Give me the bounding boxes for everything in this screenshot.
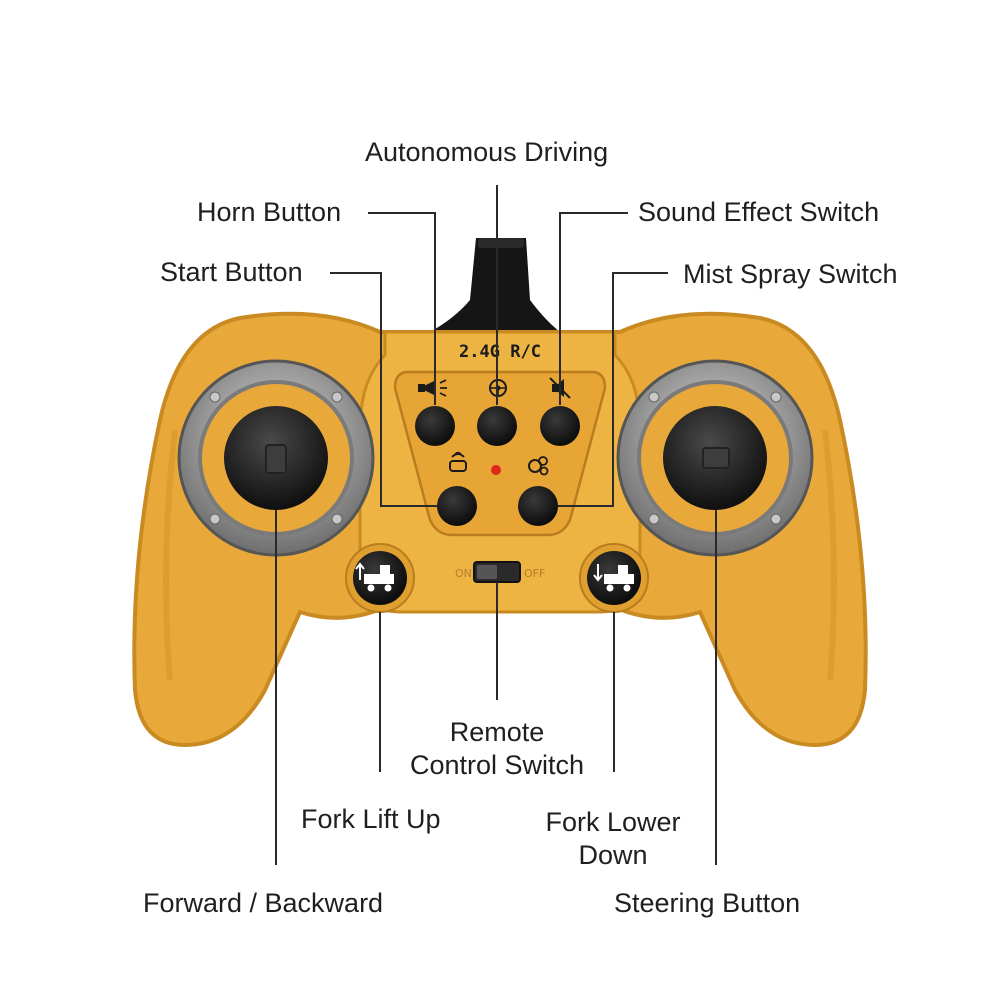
label-horn-button: Horn Button	[197, 197, 342, 227]
autonomous-driving-button[interactable]	[477, 406, 517, 446]
mist-spray-icon	[528, 456, 549, 476]
label-remote-control-switch-line2: Control Switch	[409, 750, 585, 780]
antenna	[430, 238, 560, 332]
label-sound-effect-switch: Sound Effect Switch	[638, 197, 880, 227]
label-forward-backward: Forward / Backward	[143, 888, 384, 918]
mist-spray-button[interactable]	[518, 486, 558, 526]
frequency-label: 2.4G R/C	[459, 342, 541, 362]
label-mist-spray-switch: Mist Spray Switch	[683, 259, 898, 289]
sound-effect-button[interactable]	[540, 406, 580, 446]
horn-icon	[418, 379, 447, 397]
leader-sound-effect-switch	[559, 212, 628, 405]
forklift-down-icon	[593, 564, 634, 592]
switch-off-label: OFF	[524, 567, 545, 580]
remote-signal-icon	[449, 451, 467, 472]
start-button[interactable]	[437, 486, 477, 526]
horn-button[interactable]	[415, 406, 455, 446]
leader-horn-button	[368, 212, 436, 405]
label-fork-lower-down-line2: Down	[578, 840, 648, 870]
label-fork-lift-up: Fork Lift Up	[301, 804, 441, 834]
switch-on-label: ON	[455, 567, 472, 580]
forklift-up-icon	[355, 562, 394, 592]
leader-start-button	[330, 272, 437, 507]
power-switch[interactable]	[473, 561, 521, 583]
left-joystick[interactable]	[177, 359, 375, 557]
label-remote-control-switch: Remote Control Switch	[396, 716, 598, 782]
leader-lines	[275, 185, 717, 865]
indicator-led	[491, 465, 501, 475]
label-start-button: Start Button	[160, 257, 303, 287]
label-fork-lower-down-line1: Fork Lower	[545, 807, 681, 837]
label-autonomous-driving: Autonomous Driving	[365, 137, 609, 167]
label-fork-lower-down: Fork Lower Down	[535, 806, 691, 872]
leader-mist-spray-switch	[558, 272, 668, 507]
label-steering-button: Steering Button	[614, 888, 801, 918]
label-remote-control-switch-line1: Remote	[449, 717, 545, 747]
